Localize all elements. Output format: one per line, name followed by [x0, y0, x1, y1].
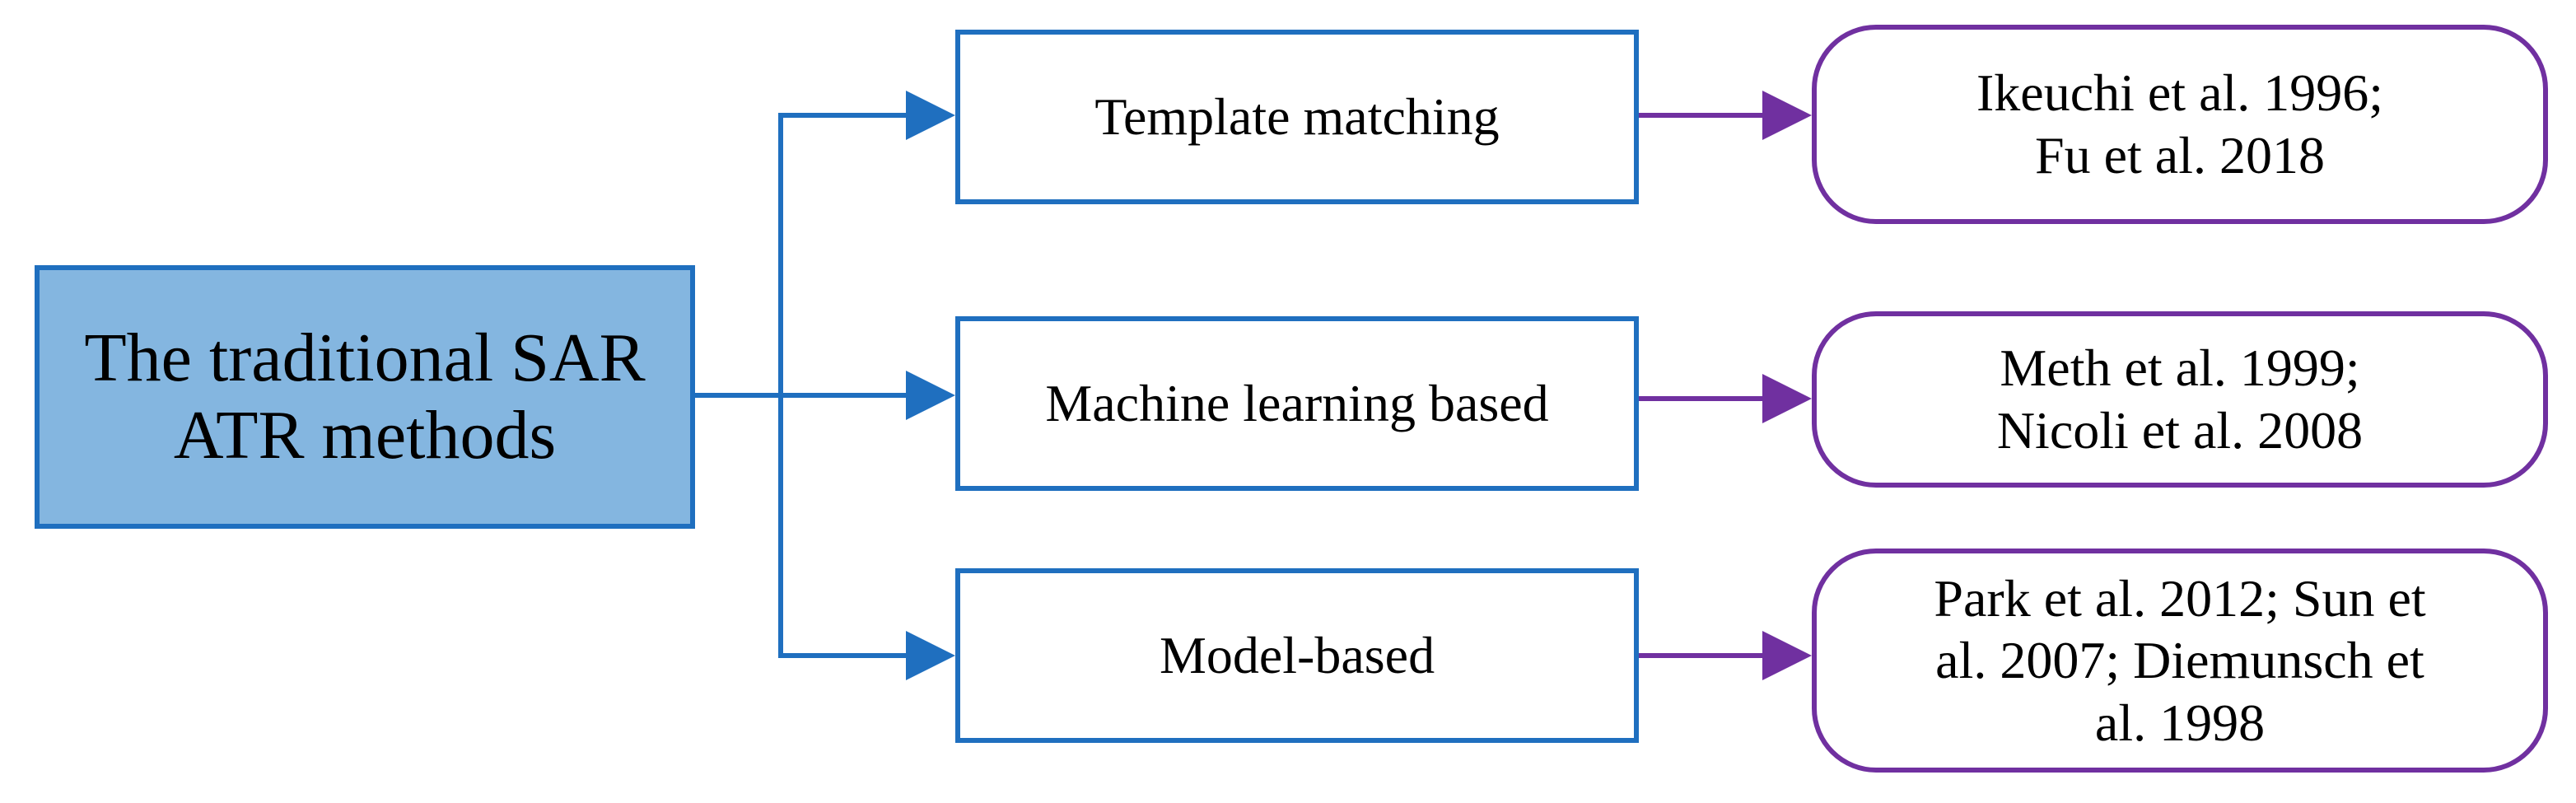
method-label: Machine learning based	[1045, 373, 1549, 432]
root-node-traditional-sar-atr-methods: The traditional SAR ATR methods	[35, 265, 695, 529]
reference-line: Nicoli et al. 2008	[1996, 401, 2364, 460]
method-label: Model-based	[1159, 625, 1435, 684]
reference-line: Meth et al. 1999;	[2000, 338, 2360, 398]
method-node-machine-learning-based: Machine learning based	[955, 316, 1639, 491]
method-node-template-matching: Template matching	[955, 30, 1639, 204]
method-node-model-based: Model-based	[955, 568, 1639, 743]
reference-line: al. 1998	[2094, 693, 2266, 752]
root-node-label-line-2: ATR methods	[173, 397, 557, 474]
reference-line: Ikeuchi et al. 1996;	[1976, 63, 2384, 123]
reference-node-machine-learning-based: Meth et al. 1999; Nicoli et al. 2008	[1812, 311, 2548, 488]
reference-node-template-matching: Ikeuchi et al. 1996; Fu et al. 2018	[1812, 25, 2548, 224]
reference-line: Park et al. 2012; Sun et	[1934, 568, 2426, 628]
reference-line: al. 2007; Diemunsch et	[1935, 631, 2424, 690]
root-node-label-line-1: The traditional SAR	[84, 319, 646, 396]
reference-line: Fu et al. 2018	[2035, 126, 2325, 184]
reference-node-model-based: Park et al. 2012; Sun et al. 2007; Diemu…	[1812, 549, 2548, 773]
method-label: Template matching	[1094, 86, 1500, 146]
